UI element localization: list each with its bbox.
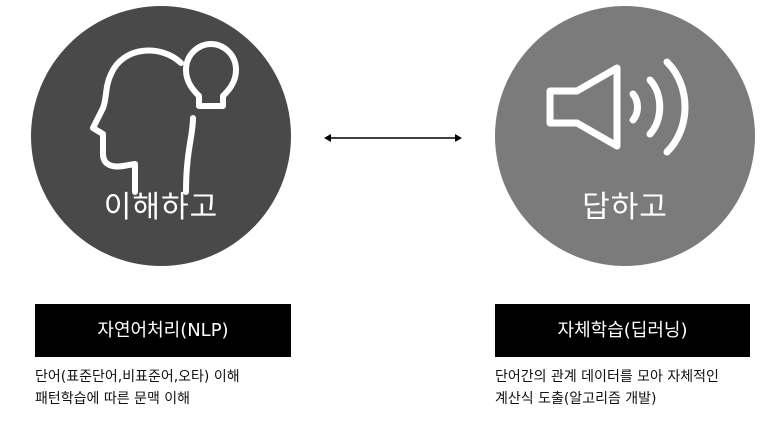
deep-learning-description: 단어간의 관계 데이터를 모아 자체적인 계산식 도출(알고리즘 개발) [495, 366, 770, 410]
nlp-heading: 자연어처리(NLP) [35, 304, 291, 357]
deep-learning-description-line: 계산식 도출(알고리즘 개발) [495, 391, 657, 407]
nlp-description-line: 단어(표준단어,비표준어,오타) 이해 [35, 369, 240, 385]
speaker-icon [546, 58, 689, 156]
nlp-description-line: 패턴학습에 따른 문맥 이해 [35, 391, 191, 407]
nlp-description: 단어(표준단어,비표준어,오타) 이해 패턴학습에 따른 문맥 이해 [35, 366, 295, 410]
deep-learning-heading: 자체학습(딥러닝) [495, 304, 750, 357]
deep-learning-description-line: 단어간의 관계 데이터를 모아 자체적인 [495, 369, 719, 385]
understanding-circle: 이해하고 [31, 6, 291, 266]
answering-title: 답하고 [582, 190, 668, 225]
head-lightbulb-icon [90, 41, 239, 195]
double-arrow-icon [324, 134, 462, 142]
answering-circle: 답하고 [495, 6, 755, 266]
understanding-title: 이해하고 [103, 190, 219, 225]
